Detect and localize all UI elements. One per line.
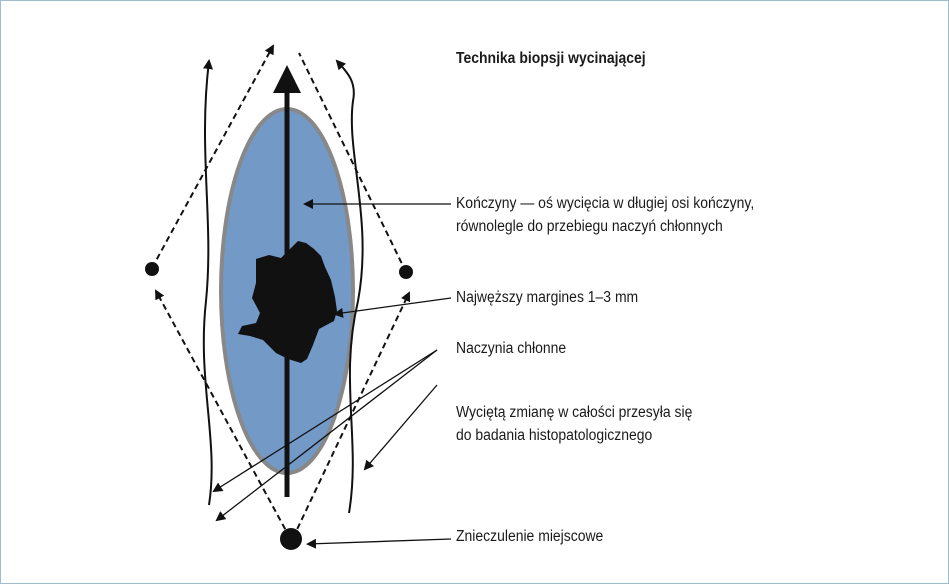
- right-vertex-dot: [399, 265, 413, 279]
- limb-axis-label-line1: Kończyny — oś wycięcia w długiej osi koń…: [456, 195, 755, 212]
- lymph-vessels-label: Naczynia chłonne: [456, 340, 567, 357]
- axis-arrowhead: [273, 65, 301, 93]
- label-arrows: [212, 199, 452, 549]
- histopathology-label-line1: Wyciętą zmianę w całości przesyła się: [456, 404, 693, 421]
- diagram-title: Technika biopsji wycinającej: [456, 50, 646, 67]
- lymph-vessels: [202, 59, 364, 514]
- histopathology-label-line2: do badania histopatologicznego: [456, 427, 653, 444]
- left-vertex-dot: [145, 262, 159, 276]
- anesthesia-label: Znieczulenie miejscowe: [456, 528, 604, 545]
- bottom-vertex-dot: [280, 528, 302, 550]
- limb-axis-label-line2: równolegle do przebiegu naczyń chłonnych: [456, 218, 723, 235]
- margin-label: Najwęższy margines 1–3 mm: [456, 289, 639, 306]
- dashed-incision-lines: [151, 44, 411, 539]
